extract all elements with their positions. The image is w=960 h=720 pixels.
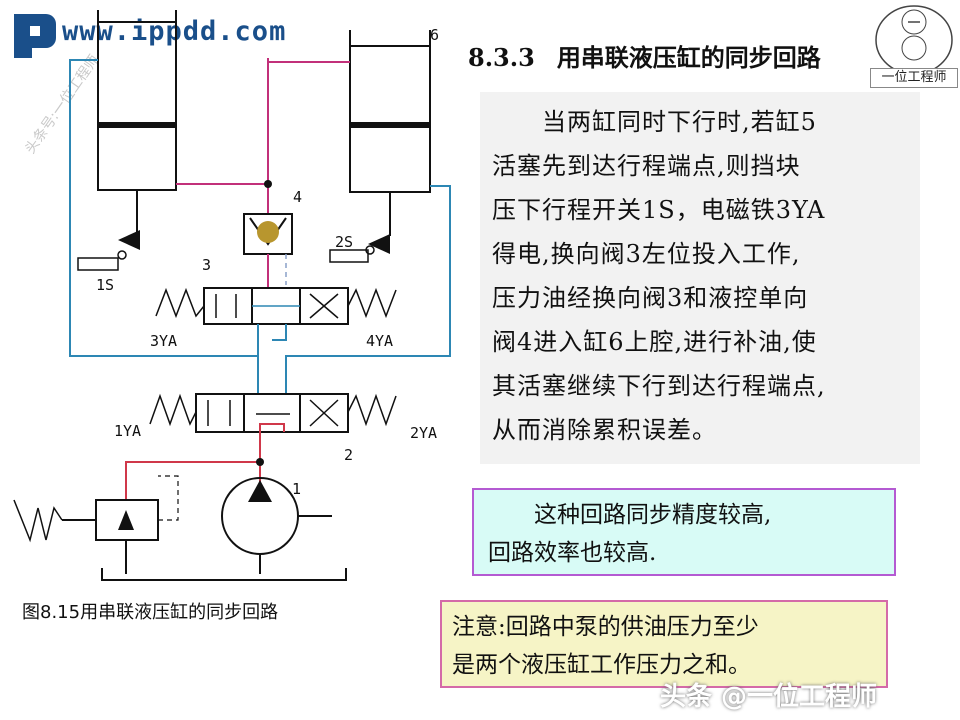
label-valve4: 4 xyxy=(293,188,302,206)
label-sol4: 4YA xyxy=(366,332,393,350)
tank xyxy=(101,568,347,581)
return-lines xyxy=(69,59,451,394)
main-text-block: 当两缸同时下行时,若缸5 活塞先到达行程端点,则挡块 压下行程开关1S，电磁铁3… xyxy=(480,92,920,464)
figure-caption: 图8.15用串联液压缸的同步回路 xyxy=(22,602,279,623)
label-pump1: 1 xyxy=(292,480,301,498)
hydraulic-circuit-diagram: 6 4 1S 2S 3 3YA 4YA xyxy=(13,10,451,581)
directional-valve-2 xyxy=(149,393,397,433)
cylinder-6 xyxy=(349,30,431,236)
check-valve-4 xyxy=(243,213,293,288)
limit-switch-1s xyxy=(77,230,140,271)
precision-line: 回路效率也较高. xyxy=(488,540,657,566)
label-switch1: 1S xyxy=(96,276,114,294)
directional-valve-3 xyxy=(155,287,397,325)
precision-note-box: 这种回路同步精度较高, 回路效率也较高. xyxy=(472,488,896,576)
main-line: 得电,换向阀3左位投入工作, xyxy=(492,240,801,268)
label-sol2: 2YA xyxy=(410,424,437,442)
main-line: 压下行程开关1S，电磁铁3YA xyxy=(492,196,826,224)
label-switch2: 2S xyxy=(335,233,353,251)
label-valve2: 2 xyxy=(344,446,353,464)
main-line: 活塞先到达行程端点,则挡块 xyxy=(492,152,801,180)
precision-line: 这种回路同步精度较高, xyxy=(534,502,772,528)
relief-valve xyxy=(13,475,179,574)
section-heading: 8.3.3 用串联液压缸的同步回路 xyxy=(468,38,821,73)
section-title: 用串联液压缸的同步回路 xyxy=(556,43,821,72)
section-number: 8.3.3 xyxy=(468,43,535,72)
main-line: 压力油经换向阀3和液控单向 xyxy=(492,284,809,312)
cylinder-link-lines xyxy=(176,58,350,214)
pump-1 xyxy=(221,477,332,574)
attention-note-box: 注意:回路中泵的供油压力至少 是两个液压缸工作压力之和。 xyxy=(440,600,888,688)
cylinder-5 xyxy=(97,10,177,232)
main-line: 阀4进入缸6上腔,进行补油,使 xyxy=(492,328,817,356)
note-line: 是两个液压缸工作压力之和。 xyxy=(452,652,751,678)
pump-junction-dot xyxy=(256,458,264,466)
limit-switch-2s xyxy=(329,234,390,263)
main-line: 其活塞继续下行到达行程端点, xyxy=(492,372,826,400)
note-line: 注意:回路中泵的供油压力至少 xyxy=(452,614,759,640)
label-sol1: 1YA xyxy=(114,422,141,440)
site-logo xyxy=(14,14,56,58)
main-line: 当两缸同时下行时,若缸5 xyxy=(492,108,817,136)
logo-icon xyxy=(14,14,56,58)
label-sol3: 3YA xyxy=(150,332,177,350)
bottom-watermark: 头条 @一位工程师 xyxy=(660,682,878,712)
corner-label: 一位工程师 xyxy=(870,68,958,88)
label-valve3: 3 xyxy=(202,256,211,274)
main-line: 从而消除累积误差。 xyxy=(492,416,717,444)
label-cyl6: 6 xyxy=(430,26,439,44)
junction-dot xyxy=(264,180,272,188)
